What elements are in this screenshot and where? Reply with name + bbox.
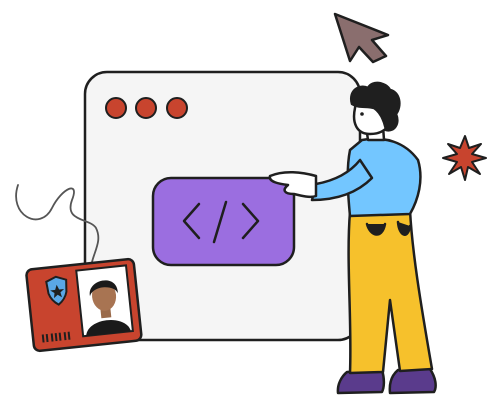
cursor-arrow-icon — [333, 12, 390, 64]
id-badge — [25, 257, 143, 353]
arm — [310, 158, 374, 202]
person — [268, 81, 437, 395]
hand — [268, 171, 318, 199]
code-panel — [151, 176, 296, 267]
hair — [349, 81, 401, 132]
sparkle-burst-icon — [442, 135, 487, 181]
window-dot-minimize — [135, 97, 157, 119]
window-dot-maximize — [166, 97, 188, 119]
left-shoe — [336, 368, 386, 395]
lanyard-string — [15, 184, 100, 263]
browser-window — [83, 70, 362, 342]
barcode — [41, 331, 71, 343]
badge-photo — [75, 264, 134, 338]
window-dot-close — [105, 97, 127, 119]
pants — [347, 208, 434, 375]
code-brackets-icon — [182, 200, 260, 244]
right-shoe — [388, 367, 437, 395]
